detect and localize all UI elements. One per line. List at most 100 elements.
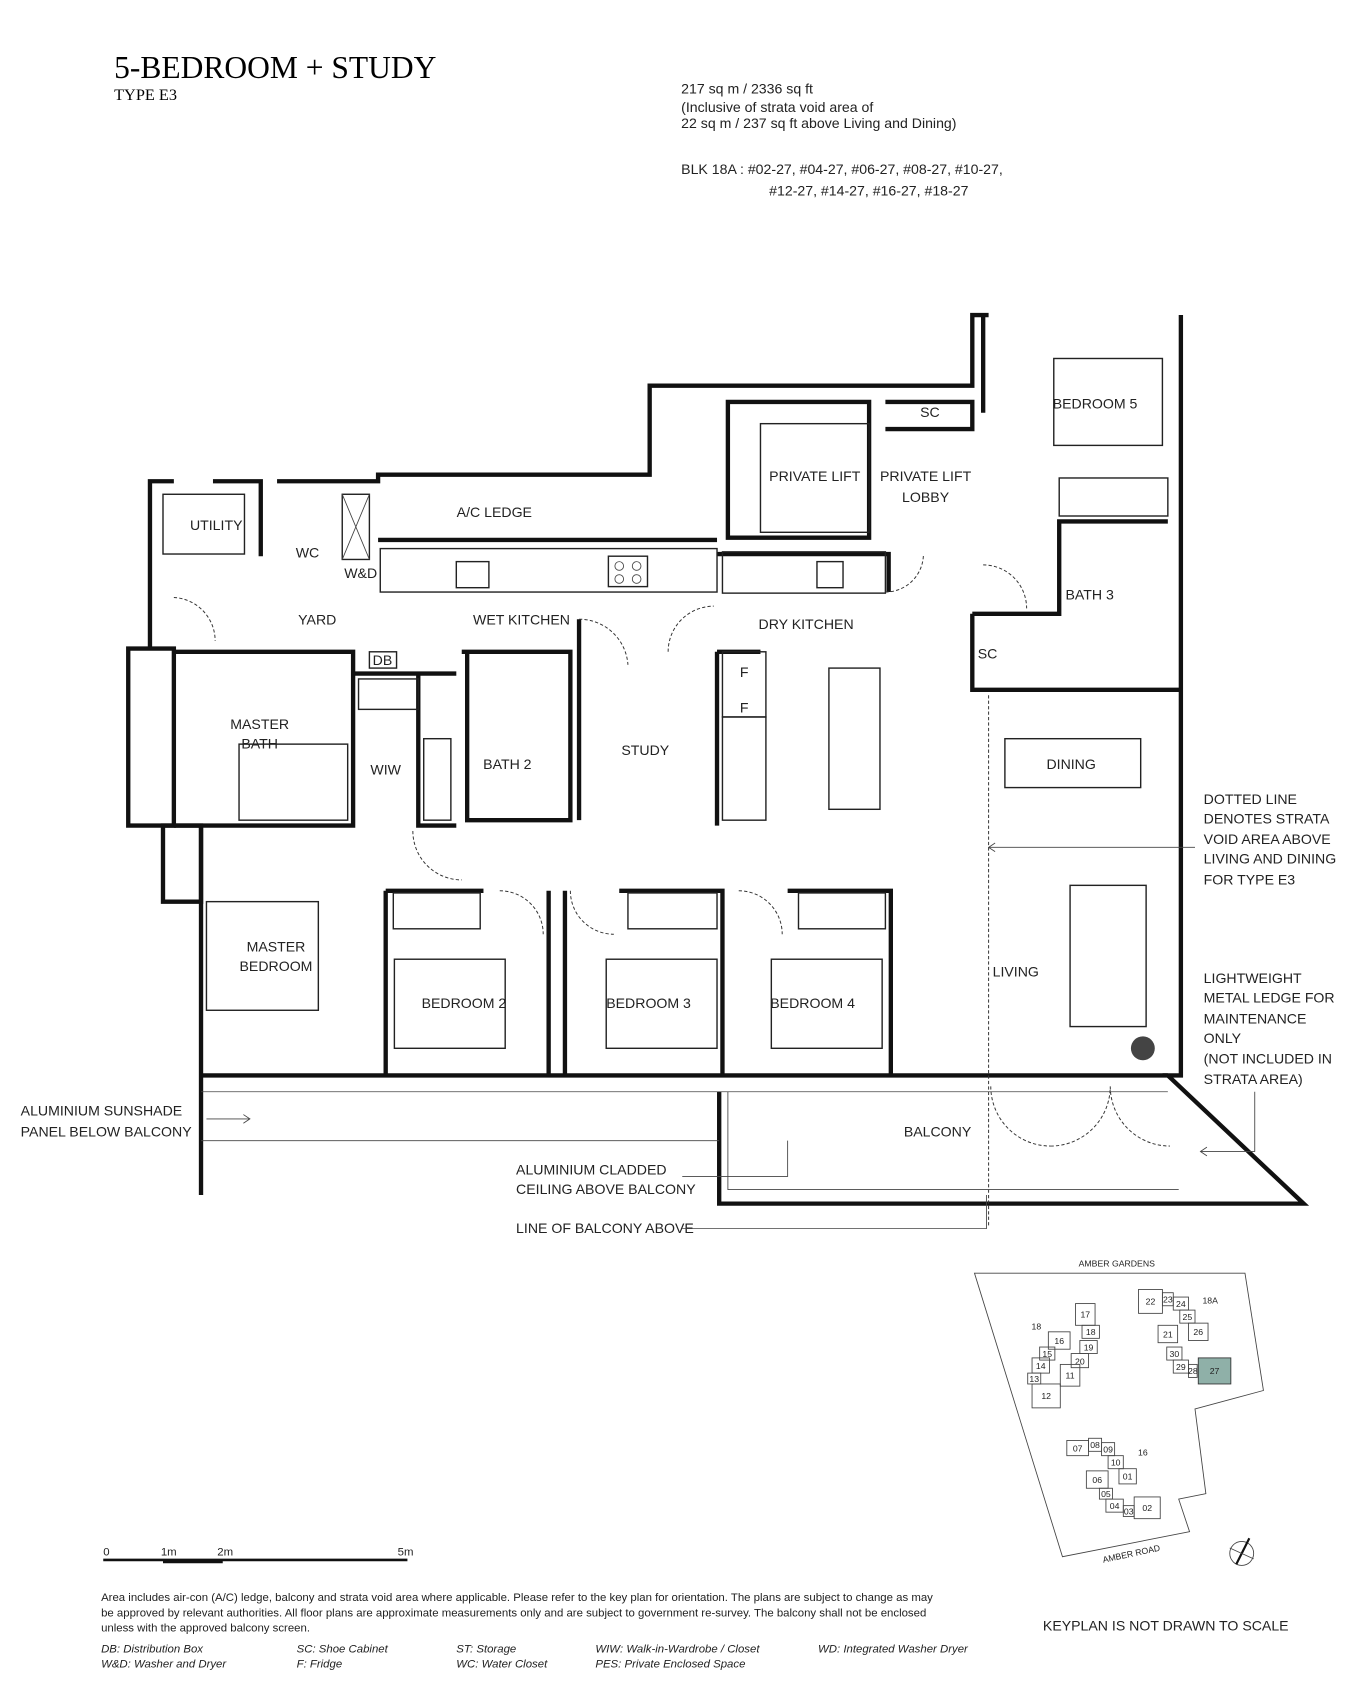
tall-cabinet xyxy=(721,716,767,821)
dry-kitchen-counter xyxy=(721,551,887,594)
unit-label: 02 xyxy=(1142,1503,1152,1513)
unit-label: 13 xyxy=(1029,1374,1039,1384)
unit-list-1: BLK 18A : #02-27, #04-27, #06-27, #08-27… xyxy=(681,161,1003,177)
fridge-label: F xyxy=(740,664,749,680)
kitchen-island xyxy=(828,667,881,811)
room-master-bath: MASTER xyxy=(230,716,289,732)
wardrobe-icon xyxy=(392,892,481,930)
unit-label: 27 xyxy=(1210,1366,1220,1376)
ledge-note: STRATA AREA) xyxy=(1204,1071,1303,1087)
ledge-note: LIGHTWEIGHT xyxy=(1204,970,1302,986)
room-shoe-cabinet: SC xyxy=(920,404,940,420)
wiw-shelves xyxy=(423,737,452,821)
block-label: 18A xyxy=(1202,1296,1218,1306)
room-shoe-cabinet: SC xyxy=(978,645,998,661)
room-dining: DINING xyxy=(1046,756,1095,772)
unit-label: 05 xyxy=(1101,1489,1111,1499)
room-ac-ledge: A/C LEDGE xyxy=(457,504,532,520)
sunshade-note: PANEL BELOW BALCONY xyxy=(21,1123,193,1139)
keyplan: AMBER GARDENS 18 17 18 16 19 15 20 14 11… xyxy=(973,1259,1289,1634)
legend-item: DB: Distribution Box xyxy=(101,1643,204,1655)
cladded-note: CEILING ABOVE BALCONY xyxy=(516,1181,696,1197)
wiw-shelves xyxy=(357,678,419,711)
dotted-line-note: DOTTED LINE xyxy=(1204,791,1297,807)
sink-icon xyxy=(455,560,490,589)
dining-table xyxy=(1004,737,1142,789)
scale-label: 5m xyxy=(398,1547,414,1559)
unit-label: 29 xyxy=(1176,1362,1186,1372)
block-label: 16 xyxy=(1138,1448,1148,1458)
scale-bar: 0 1m 2m 5m xyxy=(103,1547,414,1564)
unit-list-2: #12-27, #14-27, #16-27, #18-27 xyxy=(769,183,968,199)
disclaimer: Area includes air-con (A/C) ledge, balco… xyxy=(101,1592,933,1604)
keyplan-block-18: 18 17 18 16 19 15 20 14 11 13 12 xyxy=(1027,1303,1100,1409)
bed-icon xyxy=(1053,357,1164,447)
bed-icon xyxy=(770,958,883,1050)
dotted-line-note: VOID AREA ABOVE xyxy=(1204,831,1331,847)
room-dry-kitchen: DRY KITCHEN xyxy=(759,616,854,632)
sunshade-note: ALUMINIUM SUNSHADE xyxy=(21,1103,183,1119)
legend-item: PES: Private Enclosed Space xyxy=(595,1658,745,1670)
scale-label: 1m xyxy=(161,1547,177,1559)
room-study: STUDY xyxy=(621,742,669,758)
legend-item: WIW: Walk-in-Wardrobe / Closet xyxy=(595,1643,760,1655)
unit-label: 08 xyxy=(1090,1440,1100,1450)
unit-label: 14 xyxy=(1036,1361,1046,1371)
area-note-2: 22 sq m / 237 sq ft above Living and Din… xyxy=(681,115,956,131)
footer: Area includes air-con (A/C) ledge, balco… xyxy=(101,1592,969,1670)
room-bedroom-4: BEDROOM 4 xyxy=(770,995,855,1011)
room-master-bath: BATH xyxy=(241,735,278,751)
room-living: LIVING xyxy=(993,964,1039,980)
fridge-label: F xyxy=(740,700,749,716)
room-bedroom-2: BEDROOM 2 xyxy=(422,995,507,1011)
legend-item: F: Fridge xyxy=(297,1658,343,1670)
unit-label: 22 xyxy=(1146,1297,1156,1307)
room-wet-kitchen: WET KITCHEN xyxy=(473,612,570,628)
annotations: ALUMINIUM SUNSHADE PANEL BELOW BALCONY A… xyxy=(21,791,1336,1236)
fixtures xyxy=(162,357,1169,1061)
doors xyxy=(173,554,1179,1228)
dotted-line-note: DENOTES STRATA xyxy=(1204,810,1330,826)
shower-icon xyxy=(341,493,371,561)
room-utility: UTILITY xyxy=(190,517,243,533)
room-master-bedroom: BEDROOM xyxy=(240,958,313,974)
dotted-line-note: LIVING AND DINING xyxy=(1204,851,1337,867)
room-labels: UTILITY WC W&D A/C LEDGE PRIVATE LIFT PR… xyxy=(190,395,1138,1139)
unit-label: 11 xyxy=(1066,1371,1075,1381)
keyplan-block-16: 16 07 08 09 10 01 06 05 04 03 02 xyxy=(1066,1437,1161,1520)
wardrobe-icon xyxy=(1058,477,1169,517)
keyplan-note: KEYPLAN IS NOT DRAWN TO SCALE xyxy=(1043,1618,1289,1634)
master-bed-icon xyxy=(205,900,320,1011)
room-bedroom-5: BEDROOM 5 xyxy=(1053,395,1138,411)
room-bath-3: BATH 3 xyxy=(1065,587,1114,603)
ledge-note: (NOT INCLUDED IN xyxy=(1204,1051,1332,1067)
legend-item: WD: Integrated Washer Dryer xyxy=(818,1643,969,1655)
keyplan-block-18a: 18A 22 23 24 25 26 21 30 29 28 27 xyxy=(1138,1289,1232,1385)
room-wd: W&D xyxy=(344,565,377,581)
walls xyxy=(126,312,1310,1206)
wardrobe-icon xyxy=(797,892,887,930)
legend-item: W&D: Washer and Dryer xyxy=(101,1658,227,1670)
unit-label: 26 xyxy=(1193,1327,1203,1337)
utility-cabinet xyxy=(162,493,246,555)
keyplan-road-south: AMBER ROAD xyxy=(1102,1543,1161,1565)
unit-area: 217 sq m / 2336 sq ft xyxy=(681,80,813,96)
unit-label: 15 xyxy=(1042,1349,1052,1359)
sofa-icon xyxy=(1069,884,1147,1028)
unit-label: 28 xyxy=(1188,1366,1198,1376)
dotted-line-note: FOR TYPE E3 xyxy=(1204,871,1296,887)
room-yard: YARD xyxy=(298,612,336,628)
block-label: 18 xyxy=(1032,1322,1042,1332)
room-db: DB xyxy=(373,652,393,668)
unit-label: 24 xyxy=(1176,1299,1186,1309)
legend-item: ST: Storage xyxy=(456,1643,516,1655)
disclaimer: unless with the approved balcony screen. xyxy=(101,1623,310,1635)
room-lift-lobby: PRIVATE LIFT xyxy=(880,468,972,484)
unit-label: 20 xyxy=(1075,1356,1085,1366)
unit-label: 12 xyxy=(1041,1391,1051,1401)
unit-label: 18 xyxy=(1086,1327,1096,1337)
lift-car xyxy=(759,422,870,534)
north-arrow-icon xyxy=(1229,1537,1255,1566)
unit-label: 17 xyxy=(1080,1310,1090,1320)
distribution-box xyxy=(368,651,398,669)
